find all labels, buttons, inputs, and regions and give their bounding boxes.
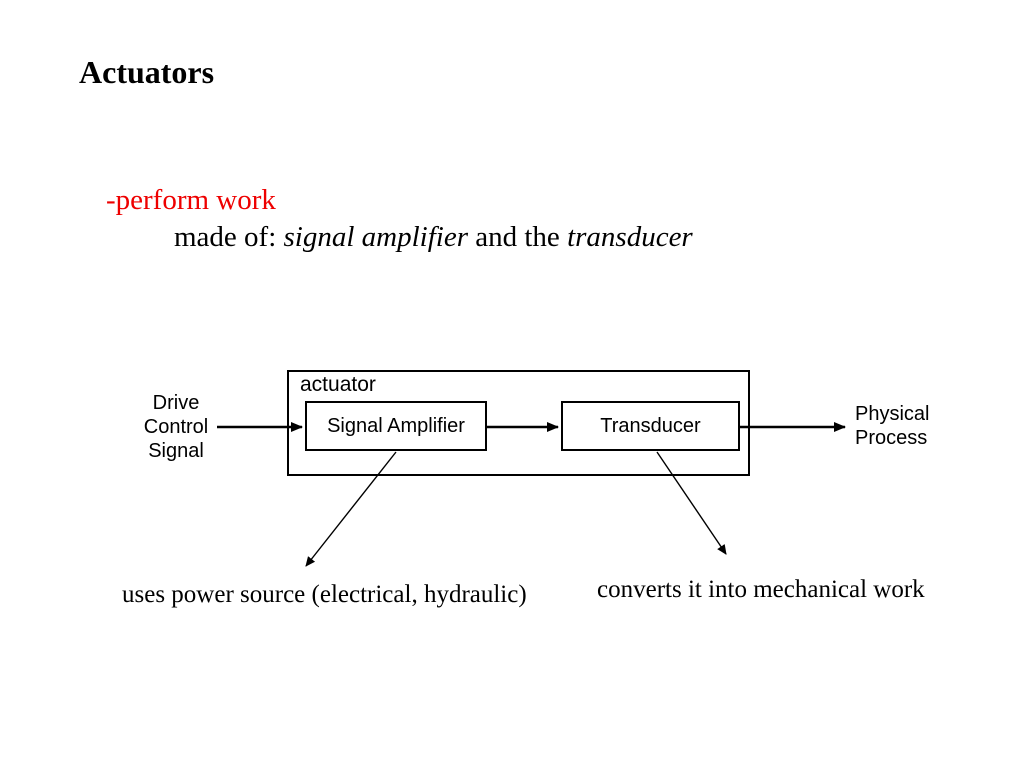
output-label-line-2: Process	[855, 427, 928, 449]
input-label-line-2: Control	[143, 416, 209, 438]
bullet-perform-work: -perform work	[106, 184, 276, 216]
transducer-block: Transducer	[561, 401, 740, 451]
bullet-made-of: made of: signal amplifier and the transd…	[174, 221, 693, 254]
input-label-line-3: Signal	[148, 440, 204, 462]
drive-control-signal-label: Drive Control Signal	[134, 391, 218, 463]
transducer-italic-text: transducer	[567, 221, 693, 253]
made-of-connector: and the	[468, 221, 568, 253]
signal-amplifier-label: Signal Amplifier	[327, 414, 465, 437]
signal-amplifier-block: Signal Amplifier	[305, 401, 487, 451]
made-of-prefix: made of:	[174, 221, 284, 253]
transducer-label: Transducer	[600, 414, 701, 437]
annotation-mechanical-work: converts it into mechanical work	[597, 576, 925, 603]
physical-process-label: Physical Process	[855, 402, 929, 450]
slide-title: Actuators	[79, 54, 215, 90]
actuator-container-label: actuator	[300, 373, 376, 396]
annotation-power-source: uses power source (electrical, hydraulic…	[122, 581, 527, 608]
actuator-container-box	[287, 370, 750, 476]
output-label-line-1: Physical	[855, 403, 930, 425]
input-label-line-1: Drive	[152, 392, 200, 414]
signal-amplifier-italic-text: signal amplifier	[283, 221, 468, 253]
